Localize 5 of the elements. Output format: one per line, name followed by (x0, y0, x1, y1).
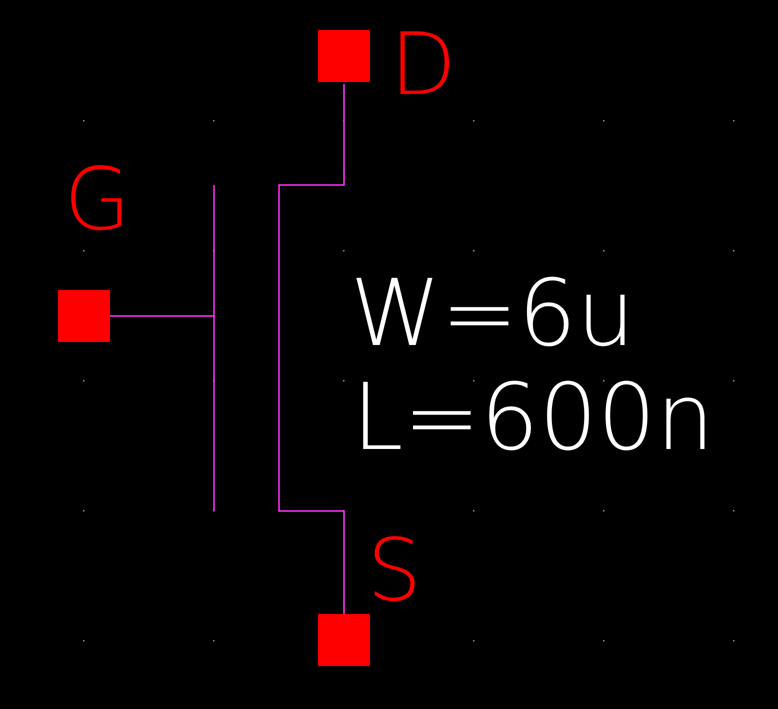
pin-label: G (64, 157, 131, 243)
pin-label: S (367, 528, 422, 614)
parameter-label: W=6u (350, 268, 635, 360)
pin-label: D (390, 22, 456, 108)
parameter-label: L=600n (352, 372, 714, 464)
